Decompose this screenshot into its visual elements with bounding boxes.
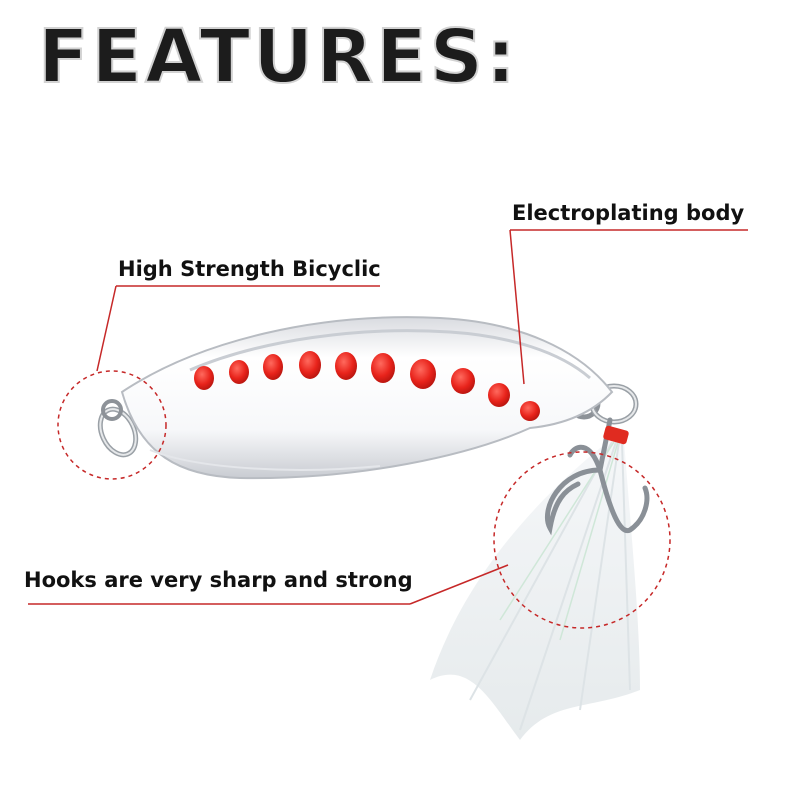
spoon-body — [120, 316, 614, 480]
left-split-ring — [97, 399, 139, 458]
red-dots — [194, 351, 540, 421]
callout-hooks-sharp: Hooks are very sharp and strong — [24, 568, 413, 592]
callout-lines — [28, 229, 748, 629]
thread-wrap — [603, 425, 629, 445]
callout-high-strength-bicyclic: High Strength Bicyclic — [118, 257, 381, 281]
callout-electroplating-body: Electroplating body — [512, 201, 745, 225]
page-title: FEATURES: — [37, 13, 519, 101]
feather-skirt — [430, 440, 640, 740]
